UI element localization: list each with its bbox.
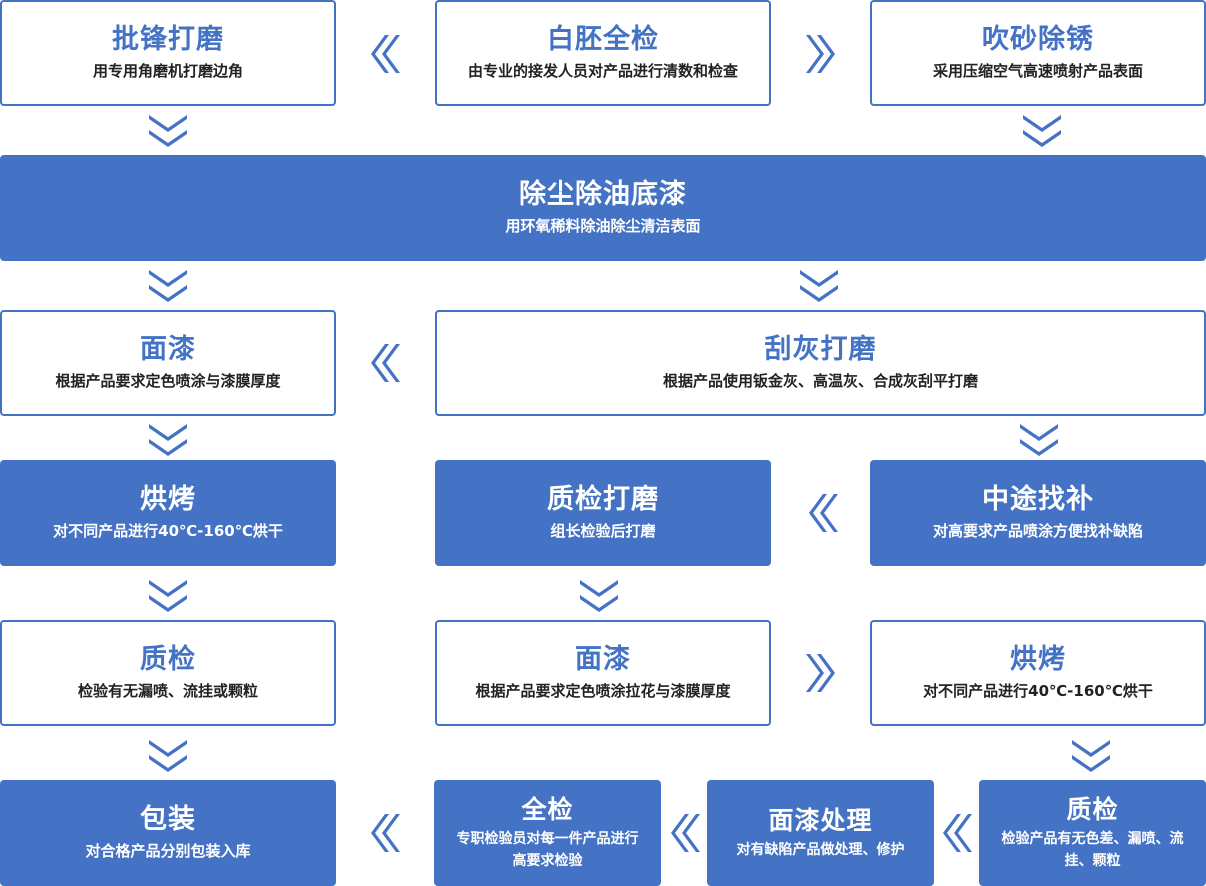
double-chevron-left-icon: [368, 814, 400, 852]
step-desc: 对不同产品进行40℃-160℃烘干: [923, 682, 1153, 701]
step-quanjian: 全检 专职检验员对每一件产品进行高要求检验: [434, 780, 661, 886]
double-chevron-down-icon: [149, 580, 187, 612]
step-mianqi-chuli: 面漆处理 对有缺陷产品做处理、修护: [707, 780, 934, 886]
double-chevron-left-icon: [940, 814, 972, 852]
step-hongkao1: 烘烤 对不同产品进行40℃-160℃烘干: [0, 460, 336, 566]
step-zhongtu: 中途找补 对高要求产品喷涂方便找补缺陷: [870, 460, 1206, 566]
step-mianqi2: 面漆 根据产品要求定色喷涂拉花与漆膜厚度: [435, 620, 771, 726]
step-title: 白胚全检: [547, 23, 659, 55]
step-desc: 对有缺陷产品做处理、修护: [736, 841, 905, 858]
step-baozhuang: 包装 对合格产品分别包装入库: [0, 780, 336, 886]
double-chevron-down-icon: [149, 740, 187, 772]
step-hongkao2: 烘烤 对不同产品进行40℃-160℃烘干: [870, 620, 1206, 726]
double-chevron-down-icon: [580, 580, 618, 612]
step-desc: 检验有无漏喷、流挂或颗粒: [77, 682, 258, 701]
step-pifeng: 批锋打磨 用专用角磨机打磨边角: [0, 0, 336, 106]
step-desc: 由专业的接发人员对产品进行清数和检查: [467, 62, 738, 81]
step-title: 面漆处理: [768, 805, 873, 835]
double-chevron-down-icon: [1020, 424, 1058, 456]
step-title: 面漆: [575, 643, 631, 675]
double-chevron-right-icon: [806, 654, 838, 692]
double-chevron-left-icon: [806, 494, 838, 532]
step-desc: 对合格产品分别包装入库: [85, 842, 251, 861]
step-title: 烘烤: [140, 483, 196, 515]
double-chevron-left-icon: [368, 344, 400, 382]
step-chuchen: 除尘除油底漆 用环氧稀料除油除尘清洁表面: [0, 155, 1206, 261]
step-title: 质检打磨: [547, 483, 659, 515]
step-zhijian2: 质检 检验产品有无色差、漏喷、流挂、颗粒: [979, 780, 1206, 886]
step-desc: 采用压缩空气高速喷射产品表面: [932, 62, 1143, 81]
step-zhijian-damo: 质检打磨 组长检验后打磨: [435, 460, 771, 566]
step-baipi: 白胚全检 由专业的接发人员对产品进行清数和检查: [435, 0, 771, 106]
step-mianqi1: 面漆 根据产品要求定色喷涂与漆膜厚度: [0, 310, 336, 416]
double-chevron-down-icon: [149, 115, 187, 147]
double-chevron-down-icon: [1023, 115, 1061, 147]
step-title: 批锋打磨: [112, 23, 224, 55]
step-desc: 对不同产品进行40℃-160℃烘干: [53, 522, 283, 541]
step-desc: 根据产品要求定色喷涂与漆膜厚度: [55, 372, 281, 391]
step-desc: 检验产品有无色差、漏喷、流挂、颗粒: [1001, 830, 1184, 869]
step-desc: 根据产品使用钣金灰、高温灰、合成灰刮平打磨: [662, 372, 978, 391]
step-desc: 对高要求产品喷涂方便找补缺陷: [932, 522, 1143, 541]
step-desc: 用环氧稀料除油除尘清洁表面: [505, 217, 701, 236]
step-chuisha: 吹砂除锈 采用压缩空气高速喷射产品表面: [870, 0, 1206, 106]
step-zhijian1: 质检 检验有无漏喷、流挂或颗粒: [0, 620, 336, 726]
step-title: 质检: [1066, 794, 1119, 824]
step-desc: 根据产品要求定色喷涂拉花与漆膜厚度: [475, 682, 731, 701]
step-title: 质检: [140, 643, 196, 675]
step-title: 面漆: [140, 333, 196, 365]
step-desc: 组长检验后打磨: [550, 522, 656, 541]
step-title: 全检: [521, 794, 574, 824]
double-chevron-left-icon: [368, 35, 400, 73]
double-chevron-down-icon: [1072, 740, 1110, 772]
step-title: 烘烤: [1010, 643, 1066, 675]
step-title: 刮灰打磨: [764, 333, 877, 365]
double-chevron-down-icon: [800, 270, 838, 302]
step-guahui: 刮灰打磨 根据产品使用钣金灰、高温灰、合成灰刮平打磨: [435, 310, 1206, 416]
step-title: 中途找补: [982, 483, 1094, 515]
step-title: 吹砂除锈: [982, 23, 1094, 55]
double-chevron-right-icon: [806, 35, 838, 73]
double-chevron-left-icon: [668, 814, 700, 852]
double-chevron-down-icon: [149, 270, 187, 302]
step-title: 包装: [140, 803, 196, 835]
double-chevron-down-icon: [149, 424, 187, 456]
step-desc: 专职检验员对每一件产品进行高要求检验: [456, 830, 639, 869]
step-desc: 用专用角磨机打磨边角: [92, 62, 243, 81]
step-title: 除尘除油底漆: [519, 178, 687, 210]
